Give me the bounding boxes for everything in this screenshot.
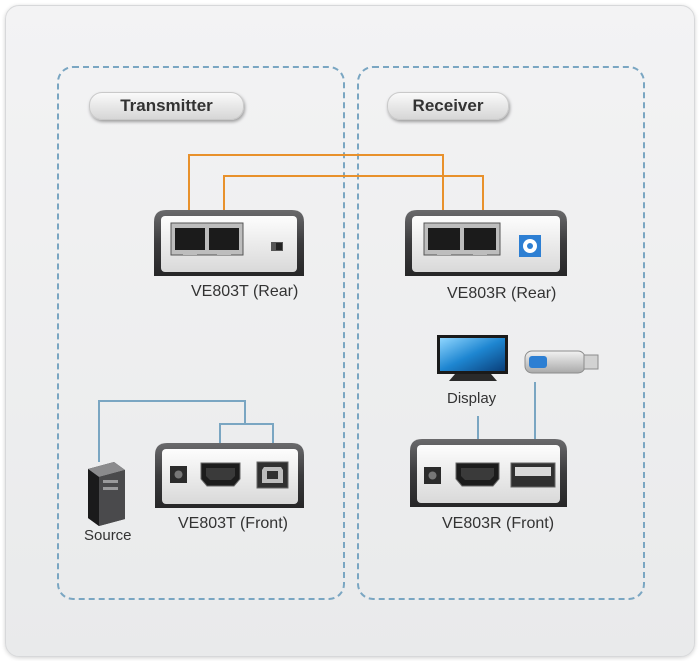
ve803t-rear-label: VE803T (Rear) [191,283,299,300]
ve803r-front-unit [410,439,567,507]
usb-a-port-icon [510,462,556,488]
display-label: Display [447,390,497,407]
usb-b-port-icon [256,461,289,489]
source-cable [98,400,274,462]
receiver-panel [357,66,645,600]
cat5-cable-1 [188,154,444,222]
rotary-dial-icon [519,235,541,257]
ve803t-front-label: VE803T (Front) [178,515,288,532]
rj45-port-icon [423,222,501,256]
receiver-title: Receiver [387,92,509,120]
source-label: Source [84,527,132,544]
power-jack-icon [170,466,187,483]
transmitter-title: Transmitter [89,92,244,120]
power-jack-icon [424,467,441,484]
ve803t-front-unit [155,443,304,508]
hdmi-port-icon [455,462,500,487]
rj45-port-icon [170,222,244,256]
display-monitor-icon [437,335,508,381]
ve803t-rear-unit [154,210,304,276]
ve803r-rear-label: VE803R (Rear) [447,285,557,302]
source-pc-icon [88,462,125,526]
usb-flash-drive-icon [524,350,599,374]
transmitter-panel [57,66,345,600]
ve803r-rear-unit [405,210,567,276]
cat5-cable-2 [223,175,484,222]
switch-icon [271,242,283,251]
hdmi-port-icon [200,462,241,487]
ve803r-front-label: VE803R (Front) [442,515,555,532]
